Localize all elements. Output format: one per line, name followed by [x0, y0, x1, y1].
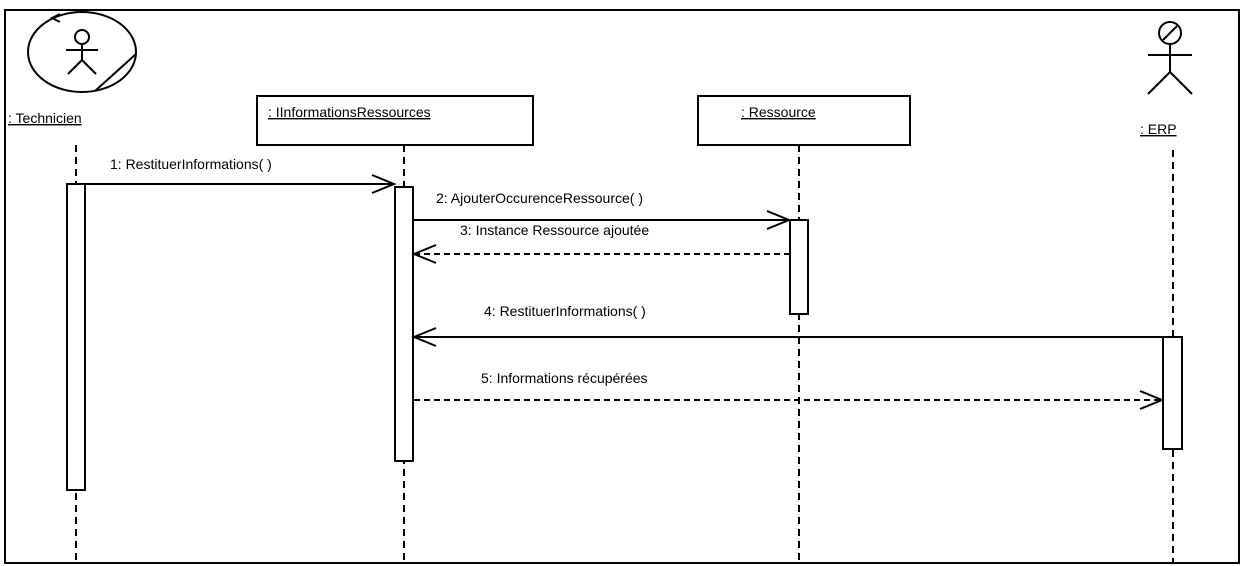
participant-box-ressource — [697, 95, 911, 146]
arrowhead-open-icon — [411, 244, 437, 264]
participant-label-ressource: : Ressource — [741, 104, 816, 120]
participant-technicien: : Technicien — [8, 11, 137, 563]
message-3-label: 3: Instance Ressource ajoutée — [460, 222, 649, 238]
participant-erp: : ERP — [1140, 21, 1193, 563]
participant-iinformationsressources: : IInformationsRessources — [256, 95, 534, 563]
arrowhead-open-icon — [411, 327, 437, 347]
message-1: 1: RestituerInformations( ) — [85, 156, 397, 194]
actor-icon — [1147, 21, 1193, 95]
participant-label-erp: : ERP — [1140, 121, 1177, 137]
activation-technicien — [66, 183, 86, 491]
activation-ressource — [789, 219, 809, 315]
message-2: 2: AjouterOccurenceRessource( ) — [413, 190, 792, 230]
arrowhead-open-icon — [766, 210, 792, 230]
arrowhead-open-icon — [371, 174, 397, 194]
message-5: 5: Informations récupérées — [414, 370, 1165, 410]
participant-ressource: : Ressource — [697, 95, 911, 563]
message-4-label: 4: RestituerInformations( ) — [484, 303, 646, 319]
message-1-label: 1: RestituerInformations( ) — [110, 156, 272, 172]
participant-box-iinformations — [256, 95, 534, 146]
boundary-actor-icon — [27, 11, 137, 93]
activation-iinformations — [394, 186, 414, 462]
message-5-label: 5: Informations récupérées — [481, 370, 648, 386]
arrowhead-open-icon — [1139, 390, 1165, 410]
participant-label-iinformations: : IInformationsRessources — [268, 104, 431, 120]
participant-label-technicien: : Technicien — [8, 110, 82, 126]
diagram-frame — [4, 9, 1240, 564]
message-4: 4: RestituerInformations( ) — [411, 303, 1163, 347]
message-3: 3: Instance Ressource ajoutée — [411, 222, 790, 264]
message-2-label: 2: AjouterOccurenceRessource( ) — [436, 190, 643, 206]
activation-erp — [1162, 336, 1183, 450]
